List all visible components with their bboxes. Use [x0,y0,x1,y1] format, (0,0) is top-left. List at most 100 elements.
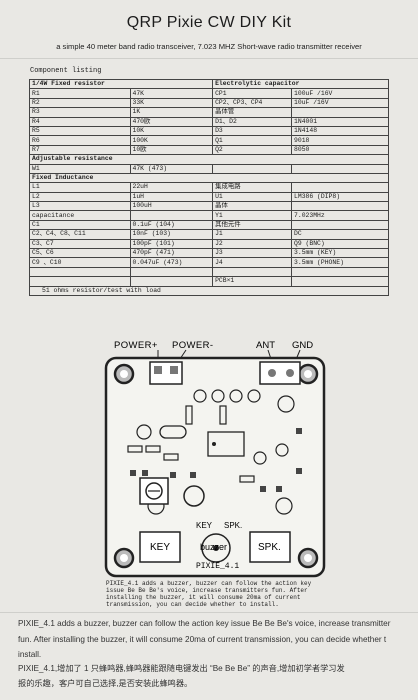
table-cell: 100uH [129,201,214,212]
capacitor-pads [136,389,295,515]
table-cell: CP1 [212,88,293,99]
resistor-footprints [127,405,255,483]
pcb-diagram: POWER+ POWER- ANT GND [100,336,330,582]
table-row: PCB×1 [29,276,389,287]
table-cell: 1/4W Fixed resistor [28,78,214,90]
table-cell [291,182,389,193]
table-cell: R3 [29,107,131,118]
table-cell: 1N4001 [291,116,389,127]
table-cell: C1 [29,219,131,231]
table-cell: 7.023MHz [291,210,389,221]
board-caption: PIXIE_4.1 adds a buzzer, buzzer can foll… [106,580,326,608]
table-cell [29,276,131,287]
caption-line: installing the buzzer, it will consume 2… [106,594,301,601]
table-cell: J1 [212,229,293,240]
table-cell: 10nF (103) [129,229,214,240]
table-cell: D1、D2 [212,116,293,127]
table-cell [29,266,131,278]
pcb-svg: POWER+ POWER- ANT GND [104,340,326,578]
pcb-outline [104,356,326,578]
table-cell [212,163,293,174]
pads [130,428,302,492]
key-big-label: KEY [150,542,170,553]
paragraph-line: install. [18,650,42,659]
spk-small-label: SPK. [224,521,242,530]
table-cell: PCB×1 [212,276,293,287]
power-minus-label: POWER- [172,340,213,351]
table-cell: 33K [129,97,214,109]
phone-jack [249,531,291,563]
table-cell: 1N4148 [291,125,389,137]
table-cell: 10欧 [129,144,214,156]
paper-fold-line [0,612,418,613]
subtitle: a simple 40 meter band radio transceiver… [56,42,362,51]
table-cell: 9018 [291,135,389,146]
caption-line: PIXIE_4.1 adds a buzzer, buzzer can foll… [106,580,312,587]
table-cell: 8050 [291,144,389,156]
adjustable-resistor [139,477,169,505]
table-cell [291,107,389,118]
table-cell: capacitance [29,210,131,221]
table-cell: LM386 (DIP8) [291,191,389,203]
component-listing-label: Component listing [30,67,102,75]
table-cell: 晶体管 [212,107,293,118]
table-cell: 100K [129,135,214,146]
table-cell: DC [291,229,389,240]
table-row: Fixed Inductance [29,172,389,184]
table-cell: R4 [29,116,131,127]
caption-line: transmission, you can decide whether to … [106,601,279,608]
table-cell: C9 、C10 [29,257,131,268]
key-small-label: KEY [196,521,213,530]
table-cell: U1 [212,191,293,203]
table-cell: D3 [212,125,293,137]
crystal-footprint [159,425,187,439]
table-cell: J4 [212,257,293,268]
table-cell [291,219,389,231]
gnd-label: GND [292,340,313,351]
table-cell: R2 [29,97,131,109]
table-cell: L1 [29,182,131,193]
table-cell: 1K [129,107,214,118]
table-cell [291,266,389,278]
paragraph-line: PIXIE_4.1 adds a buzzer, buzzer can foll… [18,619,391,628]
power-plus-label: POWER+ [114,340,158,351]
table-cell: C3、C7 [29,238,131,250]
table-cell: R5 [29,125,131,137]
table-cell: Q9 (BNC) [291,238,389,250]
pixie-label: PIXIE_4.1 [196,562,239,571]
inductor-footprint [183,485,205,507]
table-cell: 0.1uF (104) [129,219,214,231]
table-cell: 22uH [129,182,214,193]
spk-big-label: SPK. [258,542,281,553]
table-cell: 0.047uF (473) [129,257,214,268]
table-cell: Electrolytic capacitor [212,78,389,90]
table-cell [129,276,214,287]
table-row: Adjustable resistance [29,154,389,165]
table-cell: 51 ohms resistor/test with load [29,285,389,297]
bnc-jack [259,361,301,385]
table-cell: Q1 [212,135,293,146]
buzzer-footprint [201,533,231,563]
table-cell: R6 [29,135,131,146]
table-cell [212,266,293,278]
paper-fold-line [0,58,418,59]
dc-jack [149,361,183,385]
table-cell: 集成电路 [212,182,293,193]
table-cell: 47K [129,88,214,99]
table-cell: Fixed Inductance [29,172,389,184]
table-cell: CP2、CP3、CP4 [212,97,293,109]
caption-line: issue Be Be Be's voice, increase transmi… [106,587,308,594]
